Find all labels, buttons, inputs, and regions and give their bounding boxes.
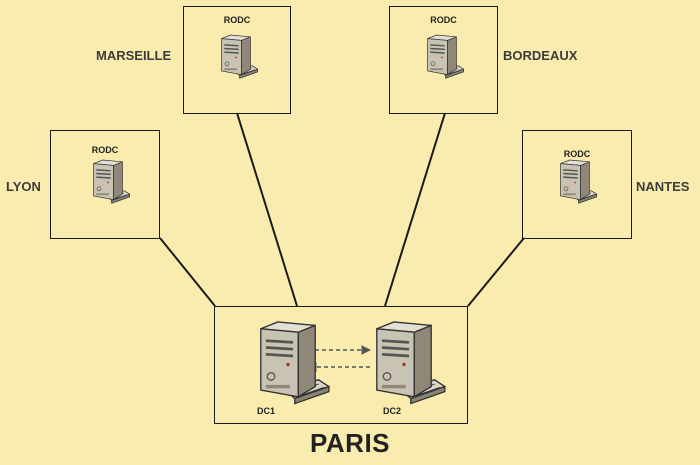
dc2-label: DC2 (382, 406, 401, 416)
dc1-label: DC1 (256, 406, 275, 416)
rodc-label: RODC (430, 15, 457, 25)
link-nantes (467, 237, 525, 307)
link-lyon (159, 237, 216, 307)
hub-box-paris (214, 306, 468, 424)
hub-title: PARIS (309, 428, 391, 458)
site-box-marseille: RODC (183, 6, 291, 114)
rodc-label: RODC (223, 15, 251, 25)
site-name-marseille: MARSEILLE (96, 48, 172, 63)
site-name-nantes: NANTES (636, 179, 690, 194)
site-name-lyon: LYON (6, 179, 41, 194)
site-box-lyon: RODC (50, 130, 160, 239)
site-box-bordeaux: RODC (389, 6, 498, 114)
rodc-label: RODC (91, 145, 119, 155)
link-marseille (236, 112, 298, 307)
rodc-label: RODC (563, 149, 591, 159)
link-bordeaux (384, 112, 446, 307)
site-box-nantes: RODC (522, 130, 632, 239)
site-name-bordeaux: BORDEAUX (503, 48, 578, 63)
replication-arrows (307, 345, 371, 372)
